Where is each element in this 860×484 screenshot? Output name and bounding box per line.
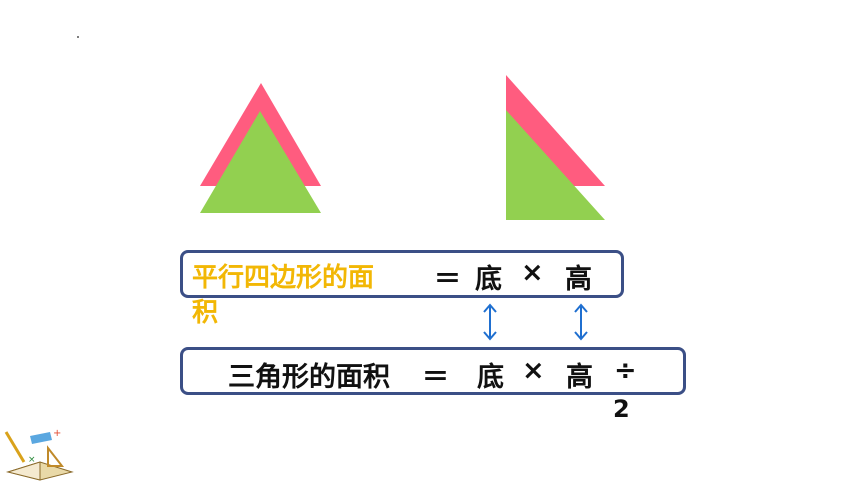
base-word: 底	[475, 264, 502, 295]
divisor-number: 2	[613, 395, 630, 423]
double-arrow-icon	[574, 303, 588, 341]
height-word: 高	[565, 264, 592, 295]
triangle-formula-box	[180, 347, 686, 395]
parallelogram-area-label-line2: 积	[192, 298, 219, 328]
triangle-area-label: 三角形的面积	[228, 362, 390, 393]
parallelogram-formula-box	[180, 250, 624, 298]
times-sign: ×	[521, 257, 544, 288]
svg-text:×: ×	[28, 455, 36, 465]
double-arrow-icon	[483, 303, 497, 341]
equals-sign: ＝	[422, 362, 449, 393]
base-word: 底	[477, 362, 504, 393]
times-sign: ×	[522, 355, 545, 386]
svg-text:+: +	[53, 428, 61, 439]
math-book-icon: + ×	[4, 428, 74, 481]
equals-sign: ＝	[434, 264, 461, 295]
left-green-triangle	[200, 111, 321, 213]
stray-dot	[77, 36, 79, 38]
right-green-triangle	[506, 110, 605, 220]
height-word: 高	[566, 362, 593, 393]
divide-sign: ÷	[614, 355, 637, 386]
parallelogram-area-label-line1: 平行四边形的面	[192, 263, 375, 293]
